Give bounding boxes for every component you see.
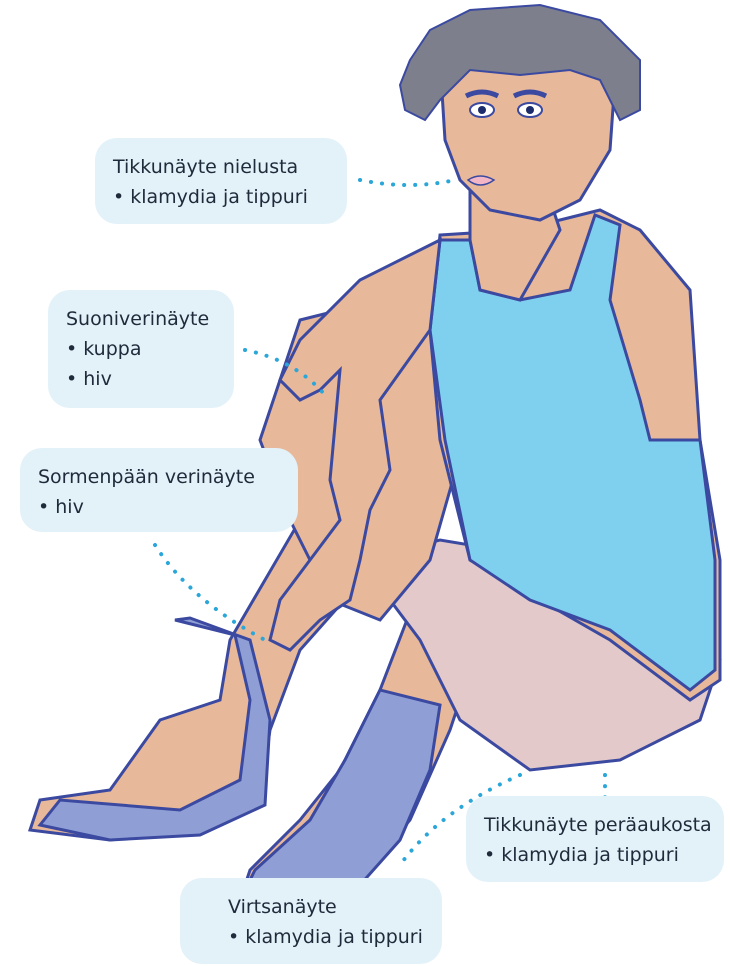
vein-blood-callout: Suoniverinäyte kuppa hiv: [48, 290, 234, 408]
callout-title: Tikkunäyte peräaukosta: [484, 810, 706, 840]
callout-item: klamydia ja tippuri: [484, 840, 706, 870]
throat-swab-callout: Tikkunäyte nielusta klamydia ja tippuri: [95, 138, 347, 224]
callout-item: hiv: [66, 364, 216, 394]
callout-title: Suoniverinäyte: [66, 304, 216, 334]
callout-item: klamydia ja tippuri: [113, 182, 329, 212]
callout-item: hiv: [38, 492, 280, 522]
callout-title: Virtsanäyte: [228, 892, 424, 922]
callout-title: Tikkunäyte nielusta: [113, 152, 329, 182]
callout-title: Sormenpään verinäyte: [38, 462, 280, 492]
fingertip-blood-callout: Sormenpään verinäyte hiv: [20, 448, 298, 532]
callout-item: klamydia ja tippuri: [228, 922, 424, 952]
throat-leader: [360, 180, 455, 185]
rectal-swab-callout: Tikkunäyte peräaukosta klamydia ja tippu…: [466, 796, 724, 882]
callout-item: kuppa: [66, 334, 216, 364]
urine-sample-callout: Virtsanäyte klamydia ja tippuri: [180, 878, 442, 964]
